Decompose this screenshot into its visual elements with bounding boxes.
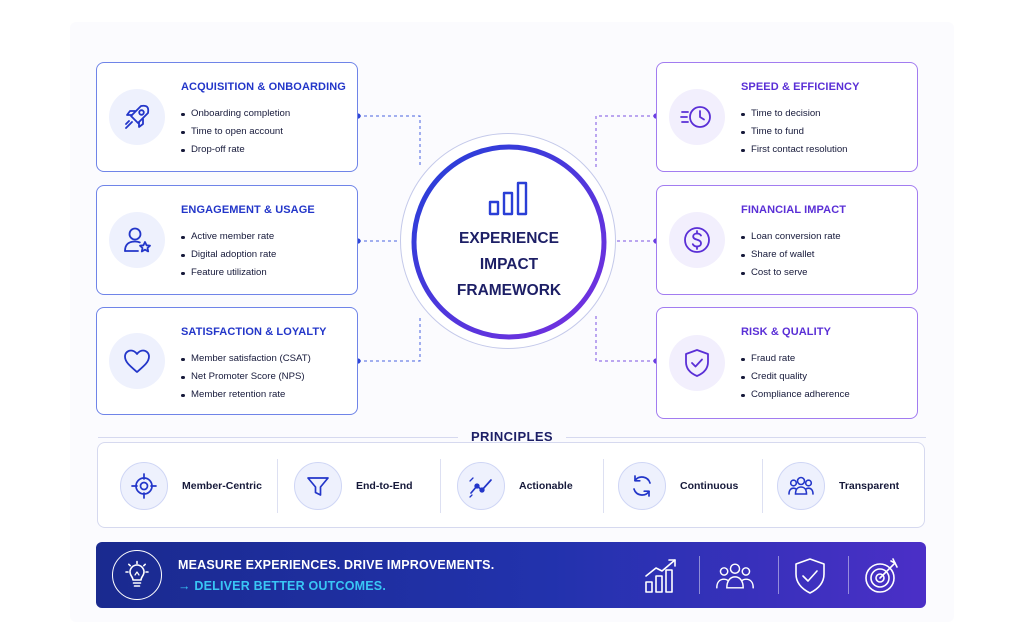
metric-item: First contact resolution	[741, 141, 848, 159]
metric-item: Member satisfaction (CSAT)	[181, 350, 311, 368]
metric-item: Drop-off rate	[181, 141, 290, 159]
principle-label: Actionable	[519, 480, 573, 492]
banner-divider	[778, 556, 779, 594]
hub-title-line: IMPACT	[479, 256, 539, 273]
metric-item: Onboarding completion	[181, 105, 290, 123]
principle-label: Member-Centric	[182, 480, 262, 492]
principle-continuous: Continuous	[618, 443, 738, 529]
card-title: SATISFACTION & LOYALTY	[181, 326, 327, 338]
refresh-icon	[618, 462, 666, 510]
funnel-icon	[294, 462, 342, 510]
metric-list: Loan conversion rate Share of wallet Cos…	[741, 228, 841, 282]
card-title: ENGAGEMENT & USAGE	[181, 204, 315, 216]
metric-item: Member retention rate	[181, 386, 311, 404]
card-title: RISK & QUALITY	[741, 326, 832, 338]
principle-end-to-end: End-to-End	[294, 443, 413, 529]
metric-list: Member satisfaction (CSAT) Net Promoter …	[181, 350, 311, 404]
divider-line	[566, 437, 926, 438]
connector-satisfaction	[358, 316, 421, 362]
metric-item: Credit quality	[741, 368, 850, 386]
metric-list: Time to decision Time to fund First cont…	[741, 105, 848, 159]
banner-divider	[848, 556, 849, 594]
divider	[440, 459, 441, 513]
metric-item: Net Promoter Score (NPS)	[181, 368, 311, 386]
bullseye-icon	[865, 558, 898, 593]
metric-item: Time to fund	[741, 123, 848, 141]
metric-item: Fraud rate	[741, 350, 850, 368]
hub-ring	[411, 144, 607, 340]
target-icon	[120, 462, 168, 510]
card-satisfaction-loyalty: SATISFACTION & LOYALTY Member satisfacti…	[96, 307, 358, 415]
shield-check-icon	[669, 335, 725, 391]
metric-list: Onboarding completion Time to open accou…	[181, 105, 290, 159]
principle-transparent: Transparent	[777, 443, 899, 529]
connector-acquisition	[358, 115, 421, 168]
banner-divider	[699, 556, 700, 594]
hub-title-line: EXPERIENCE	[459, 230, 559, 247]
principle-member-centric: Member-Centric	[120, 443, 262, 529]
hub-title-line: FRAMEWORK	[456, 282, 562, 299]
people-icon	[777, 462, 825, 510]
hub-title: EXPERIENCE IMPACT FRAMEWORK	[401, 226, 617, 304]
principle-actionable: Actionable	[457, 443, 573, 529]
framework-hub: EXPERIENCE IMPACT FRAMEWORK	[400, 133, 616, 349]
principles-panel: Member-Centric End-to-End Actionable	[97, 442, 925, 528]
connector-speed	[595, 115, 656, 168]
metric-item: Digital adoption rate	[181, 246, 276, 264]
metric-item: Loan conversion rate	[741, 228, 841, 246]
metric-list: Active member rate Digital adoption rate…	[181, 228, 276, 282]
metric-item: Feature utilization	[181, 264, 276, 282]
card-engagement-usage: ENGAGEMENT & USAGE Active member rate Di…	[96, 185, 358, 295]
divider	[603, 459, 604, 513]
metric-item: Share of wallet	[741, 246, 841, 264]
bar-chart-icon	[488, 181, 528, 216]
banner-headline: MEASURE EXPERIENCES. DRIVE IMPROVEMENTS.	[178, 558, 495, 572]
card-speed-efficiency: SPEED & EFFICIENCY Time to decision Time…	[656, 62, 918, 172]
call-to-action-banner: MEASURE EXPERIENCES. DRIVE IMPROVEMENTS.…	[96, 542, 926, 608]
card-risk-quality: RISK & QUALITY Fraud rate Credit quality…	[656, 307, 918, 419]
principle-label: Transparent	[839, 480, 900, 492]
divider	[277, 459, 278, 513]
card-acquisition-onboarding: ACQUISITION & ONBOARDING Onboarding comp…	[96, 62, 358, 172]
metric-item: Time to open account	[181, 123, 290, 141]
team-icon	[716, 563, 754, 589]
card-title: SPEED & EFFICIENCY	[741, 81, 860, 93]
connector-risk	[595, 316, 656, 362]
principle-label: End-to-End	[356, 480, 413, 492]
bar-chart-up-icon	[645, 559, 676, 593]
card-financial-impact: FINANCIAL IMPACT Loan conversion rate Sh…	[656, 185, 918, 295]
divider-line	[98, 437, 458, 438]
card-title: ACQUISITION & ONBOARDING	[181, 81, 346, 93]
divider	[762, 459, 763, 513]
metric-item: Compliance adherence	[741, 386, 850, 404]
metric-item: Cost to serve	[741, 264, 841, 282]
card-title: FINANCIAL IMPACT	[741, 204, 847, 216]
lightbulb-icon	[112, 550, 162, 600]
principles-title: PRINCIPLES	[470, 429, 553, 444]
heart-icon	[109, 333, 165, 389]
trend-line-icon	[457, 462, 505, 510]
fast-clock-icon	[669, 89, 725, 145]
user-star-icon	[109, 212, 165, 268]
metric-list: Fraud rate Credit quality Compliance adh…	[741, 350, 850, 404]
principle-label: Continuous	[680, 480, 739, 492]
metric-item: Active member rate	[181, 228, 276, 246]
metric-item: Time to decision	[741, 105, 848, 123]
shield-check-icon	[795, 558, 825, 594]
banner-subline: → DELIVER BETTER OUTCOMES.	[178, 579, 386, 593]
dollar-icon	[669, 212, 725, 268]
rocket-icon	[109, 89, 165, 145]
